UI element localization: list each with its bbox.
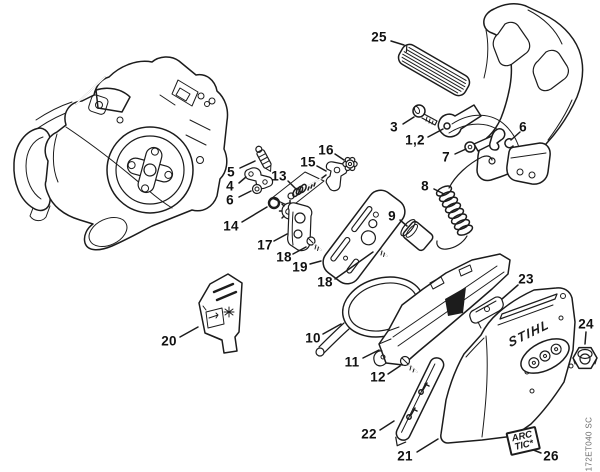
callout-25: 25 <box>371 29 387 45</box>
side-plate-19-drawing <box>322 189 406 285</box>
spring-8-drawing <box>435 155 496 250</box>
callout-16: 16 <box>318 142 334 158</box>
callout-26: 26 <box>543 448 559 464</box>
sprocket-cover-21-drawing <box>440 287 576 444</box>
callout-4: 4 <box>226 178 234 194</box>
parts-cluster-drawing <box>244 145 388 257</box>
callout-19: 19 <box>292 259 308 275</box>
callout-22: 22 <box>361 426 377 442</box>
callout-1-2: 1,2 <box>405 132 425 148</box>
callout-5: 5 <box>227 164 235 180</box>
chain-catcher-22-drawing <box>395 357 445 447</box>
callout-14: 14 <box>223 218 239 234</box>
grip-pad-drawing <box>397 43 471 97</box>
callout-6-upper: 6 <box>519 119 527 135</box>
brake-housing-11-drawing <box>373 253 511 367</box>
screw-3-drawing <box>412 104 438 126</box>
callout-10: 10 <box>305 330 321 346</box>
pivot-arm-drawing <box>437 104 482 138</box>
callout-20: 20 <box>161 333 177 349</box>
nut-16-drawing <box>342 156 358 172</box>
callout-13: 13 <box>271 168 287 184</box>
lever-7-drawing <box>464 128 506 153</box>
callout-21: 21 <box>397 448 413 464</box>
callout-7: 7 <box>442 149 450 165</box>
guide-plate-20-drawing <box>198 273 243 354</box>
clip-6-drawing <box>504 137 514 149</box>
callout-24: 24 <box>578 316 594 332</box>
powerhead-assembly-drawing <box>13 56 229 251</box>
latch-23-drawing <box>469 296 504 329</box>
drawing-code: 172ET040 SC <box>584 416 594 472</box>
screw-12-drawing <box>399 355 418 373</box>
callout-15: 15 <box>300 154 316 170</box>
callout-11: 11 <box>344 354 360 370</box>
callout-8: 8 <box>421 178 429 194</box>
callout-3: 3 <box>390 119 398 135</box>
callout-18-left: 18 <box>276 249 292 265</box>
screw-18-left-drawing <box>306 236 322 251</box>
callout-9: 9 <box>388 208 396 224</box>
sleeve-9-drawing <box>400 218 434 252</box>
collar-nut-24-drawing <box>572 346 598 370</box>
callout-6-lower: 6 <box>226 192 234 208</box>
callout-18-right: 18 <box>317 274 333 290</box>
callout-23: 23 <box>518 271 534 287</box>
arctic-sticker-line2: TIC* <box>513 437 535 453</box>
callout-17: 17 <box>257 237 273 253</box>
callout-12: 12 <box>370 369 386 385</box>
